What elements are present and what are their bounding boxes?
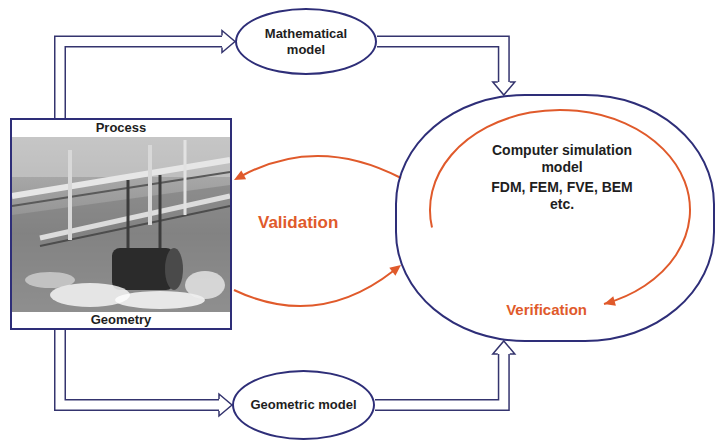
model-oval: Mathematical model xyxy=(235,8,377,75)
edge-label: Validation xyxy=(256,213,340,233)
method-list: FDM, FEM, FVE, BEM etc. xyxy=(483,179,641,213)
arrow-line xyxy=(242,156,401,178)
arrow-head xyxy=(389,265,401,276)
arrow-outline xyxy=(60,330,219,405)
arrow-line xyxy=(234,271,394,307)
arrow-fill xyxy=(377,42,504,83)
flow-arrow xyxy=(377,42,515,96)
shape-title: Computer simulation model xyxy=(483,142,641,176)
photo-frame: ProcessGeometry xyxy=(10,118,232,330)
arrow-head xyxy=(222,31,235,53)
photo-caption: Geometry xyxy=(87,312,156,328)
text-group: Computer simulation modelFDM, FEM, FVE, … xyxy=(483,142,641,213)
arrow-outline xyxy=(60,42,222,119)
photo-caption: Process xyxy=(92,120,151,136)
arrow-head xyxy=(493,82,515,95)
arrow-fill xyxy=(375,354,504,405)
flow-arrow xyxy=(60,31,235,119)
arrow-head xyxy=(234,170,246,180)
arrow-fill xyxy=(60,42,222,119)
simulation-shape: Verification Computer simulation modelFDM… xyxy=(395,94,715,342)
flow-arrow xyxy=(375,341,515,405)
arrow-head xyxy=(493,341,515,354)
arrow-outline xyxy=(375,354,504,405)
arrow-outline xyxy=(377,42,504,83)
arrow-head xyxy=(219,394,232,416)
lab-photo xyxy=(12,137,230,312)
box-label: Geometric model xyxy=(250,397,358,413)
loop-label: Verification xyxy=(489,301,587,318)
model-oval: Geometric model xyxy=(232,370,375,440)
validation-arrow xyxy=(234,156,401,180)
flow-arrow xyxy=(60,330,232,416)
validation-arrow xyxy=(234,265,401,306)
verification-loop xyxy=(430,110,690,306)
box-label: Mathematical model xyxy=(252,26,360,58)
arrow-fill xyxy=(60,330,219,405)
